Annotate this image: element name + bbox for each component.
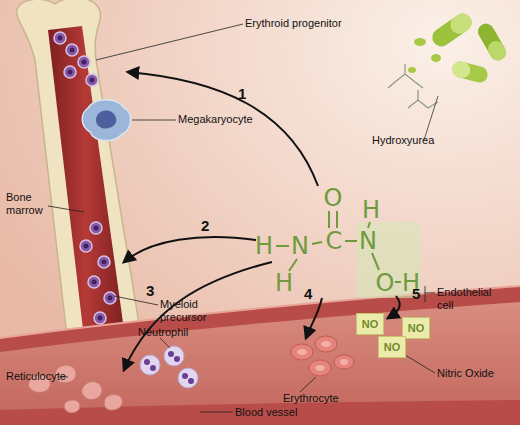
callout-number: 3 <box>146 283 154 299</box>
atom-symbol: H <box>255 233 273 259</box>
callout-number: 5 <box>412 286 420 302</box>
bone <box>17 0 140 345</box>
cell-label: Erythroid progenitor <box>245 17 342 30</box>
molecule-text: NO <box>362 318 379 330</box>
tissue-label: Blood vessel <box>235 406 297 419</box>
capsules <box>408 10 509 84</box>
tissue-label: Bone marrow <box>6 191 52 217</box>
atom-symbol: O <box>376 270 395 296</box>
molecule-sketch <box>388 64 438 108</box>
atom-symbol: N <box>291 233 309 259</box>
atom-symbol: N <box>359 228 377 254</box>
molecule-label: Nitric Oxide <box>437 367 494 380</box>
cell-label: Endothelial cell <box>437 286 507 312</box>
callout-number: 4 <box>304 286 312 302</box>
cell-label: Reticulocyte <box>6 370 66 383</box>
marrow-cells <box>54 32 131 324</box>
mechanism-arrows <box>124 72 400 370</box>
molecule-box: NO <box>356 313 384 335</box>
atom-symbol: C <box>326 228 343 254</box>
molecule-box: NO <box>378 336 406 358</box>
molecule-text: NO <box>408 322 425 334</box>
drug-label: Hydroxyurea <box>372 134 434 147</box>
erythrocytes <box>291 336 354 376</box>
callout-number: 1 <box>238 86 246 102</box>
cell-label: Neutrophil <box>138 326 188 339</box>
callout-number: 2 <box>201 218 209 234</box>
cell-label: Megakaryocyte <box>178 113 253 126</box>
blood-vessel <box>0 286 520 425</box>
cell-label: Myeloid precursor <box>160 298 230 324</box>
hydroxyl-highlight <box>356 222 420 298</box>
cell-label: Erythrocyte <box>283 392 339 405</box>
atom-symbol: H <box>362 197 380 223</box>
atom-symbol: O <box>324 185 343 211</box>
leader-lines <box>48 24 435 412</box>
neutrophils <box>140 346 198 388</box>
atom-symbol: H <box>275 270 293 296</box>
leader-line <box>424 96 438 140</box>
molecule-text: NO <box>384 341 401 353</box>
molecule-box: NO <box>402 317 430 339</box>
